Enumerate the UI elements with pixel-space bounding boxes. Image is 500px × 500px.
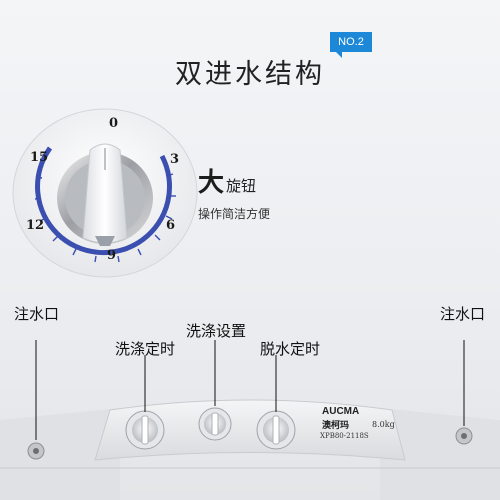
section-badge: NO.2 bbox=[330, 32, 372, 58]
callout-inlet-right: 注水口 bbox=[440, 305, 486, 323]
callout-inlet-left: 注水口 bbox=[14, 305, 60, 323]
callout-spin-timer: 脱水定时 bbox=[260, 340, 321, 358]
dial-number-3: 3 bbox=[170, 152, 180, 167]
callout-wash-timer: 洗涤定时 bbox=[115, 340, 176, 358]
feature-label: 旋钮 bbox=[226, 177, 257, 195]
brand-logo-cn: 澳柯玛 bbox=[322, 421, 350, 431]
machine-top: AUCMA 澳柯玛 XPB80-2118S 8.0kg bbox=[0, 320, 500, 500]
brand-logo: AUCMA bbox=[322, 406, 360, 417]
feature-big-char: 大 bbox=[198, 168, 225, 198]
dial-number-15: 15 bbox=[30, 150, 49, 165]
dial-number-0: 0 bbox=[109, 116, 119, 131]
dial-number-6: 6 bbox=[166, 218, 176, 233]
dial-number-12: 12 bbox=[26, 218, 45, 233]
knob-closeup: 0 3 6 9 12 15 bbox=[10, 108, 200, 278]
callout-wash-setting: 洗涤设置 bbox=[186, 322, 247, 340]
machine-illustration bbox=[0, 320, 500, 500]
model-number: XPB80-2118S bbox=[320, 432, 369, 440]
knob-illustration bbox=[12, 108, 198, 278]
feature-subtitle: 操作简洁方便 bbox=[198, 207, 271, 221]
dial-number-9: 9 bbox=[107, 248, 117, 263]
page-title: 双进水结构 bbox=[175, 59, 325, 90]
capacity-label: 8.0kg bbox=[372, 420, 395, 429]
feature-text: 大旋钮 操作简洁方便 bbox=[198, 162, 270, 222]
